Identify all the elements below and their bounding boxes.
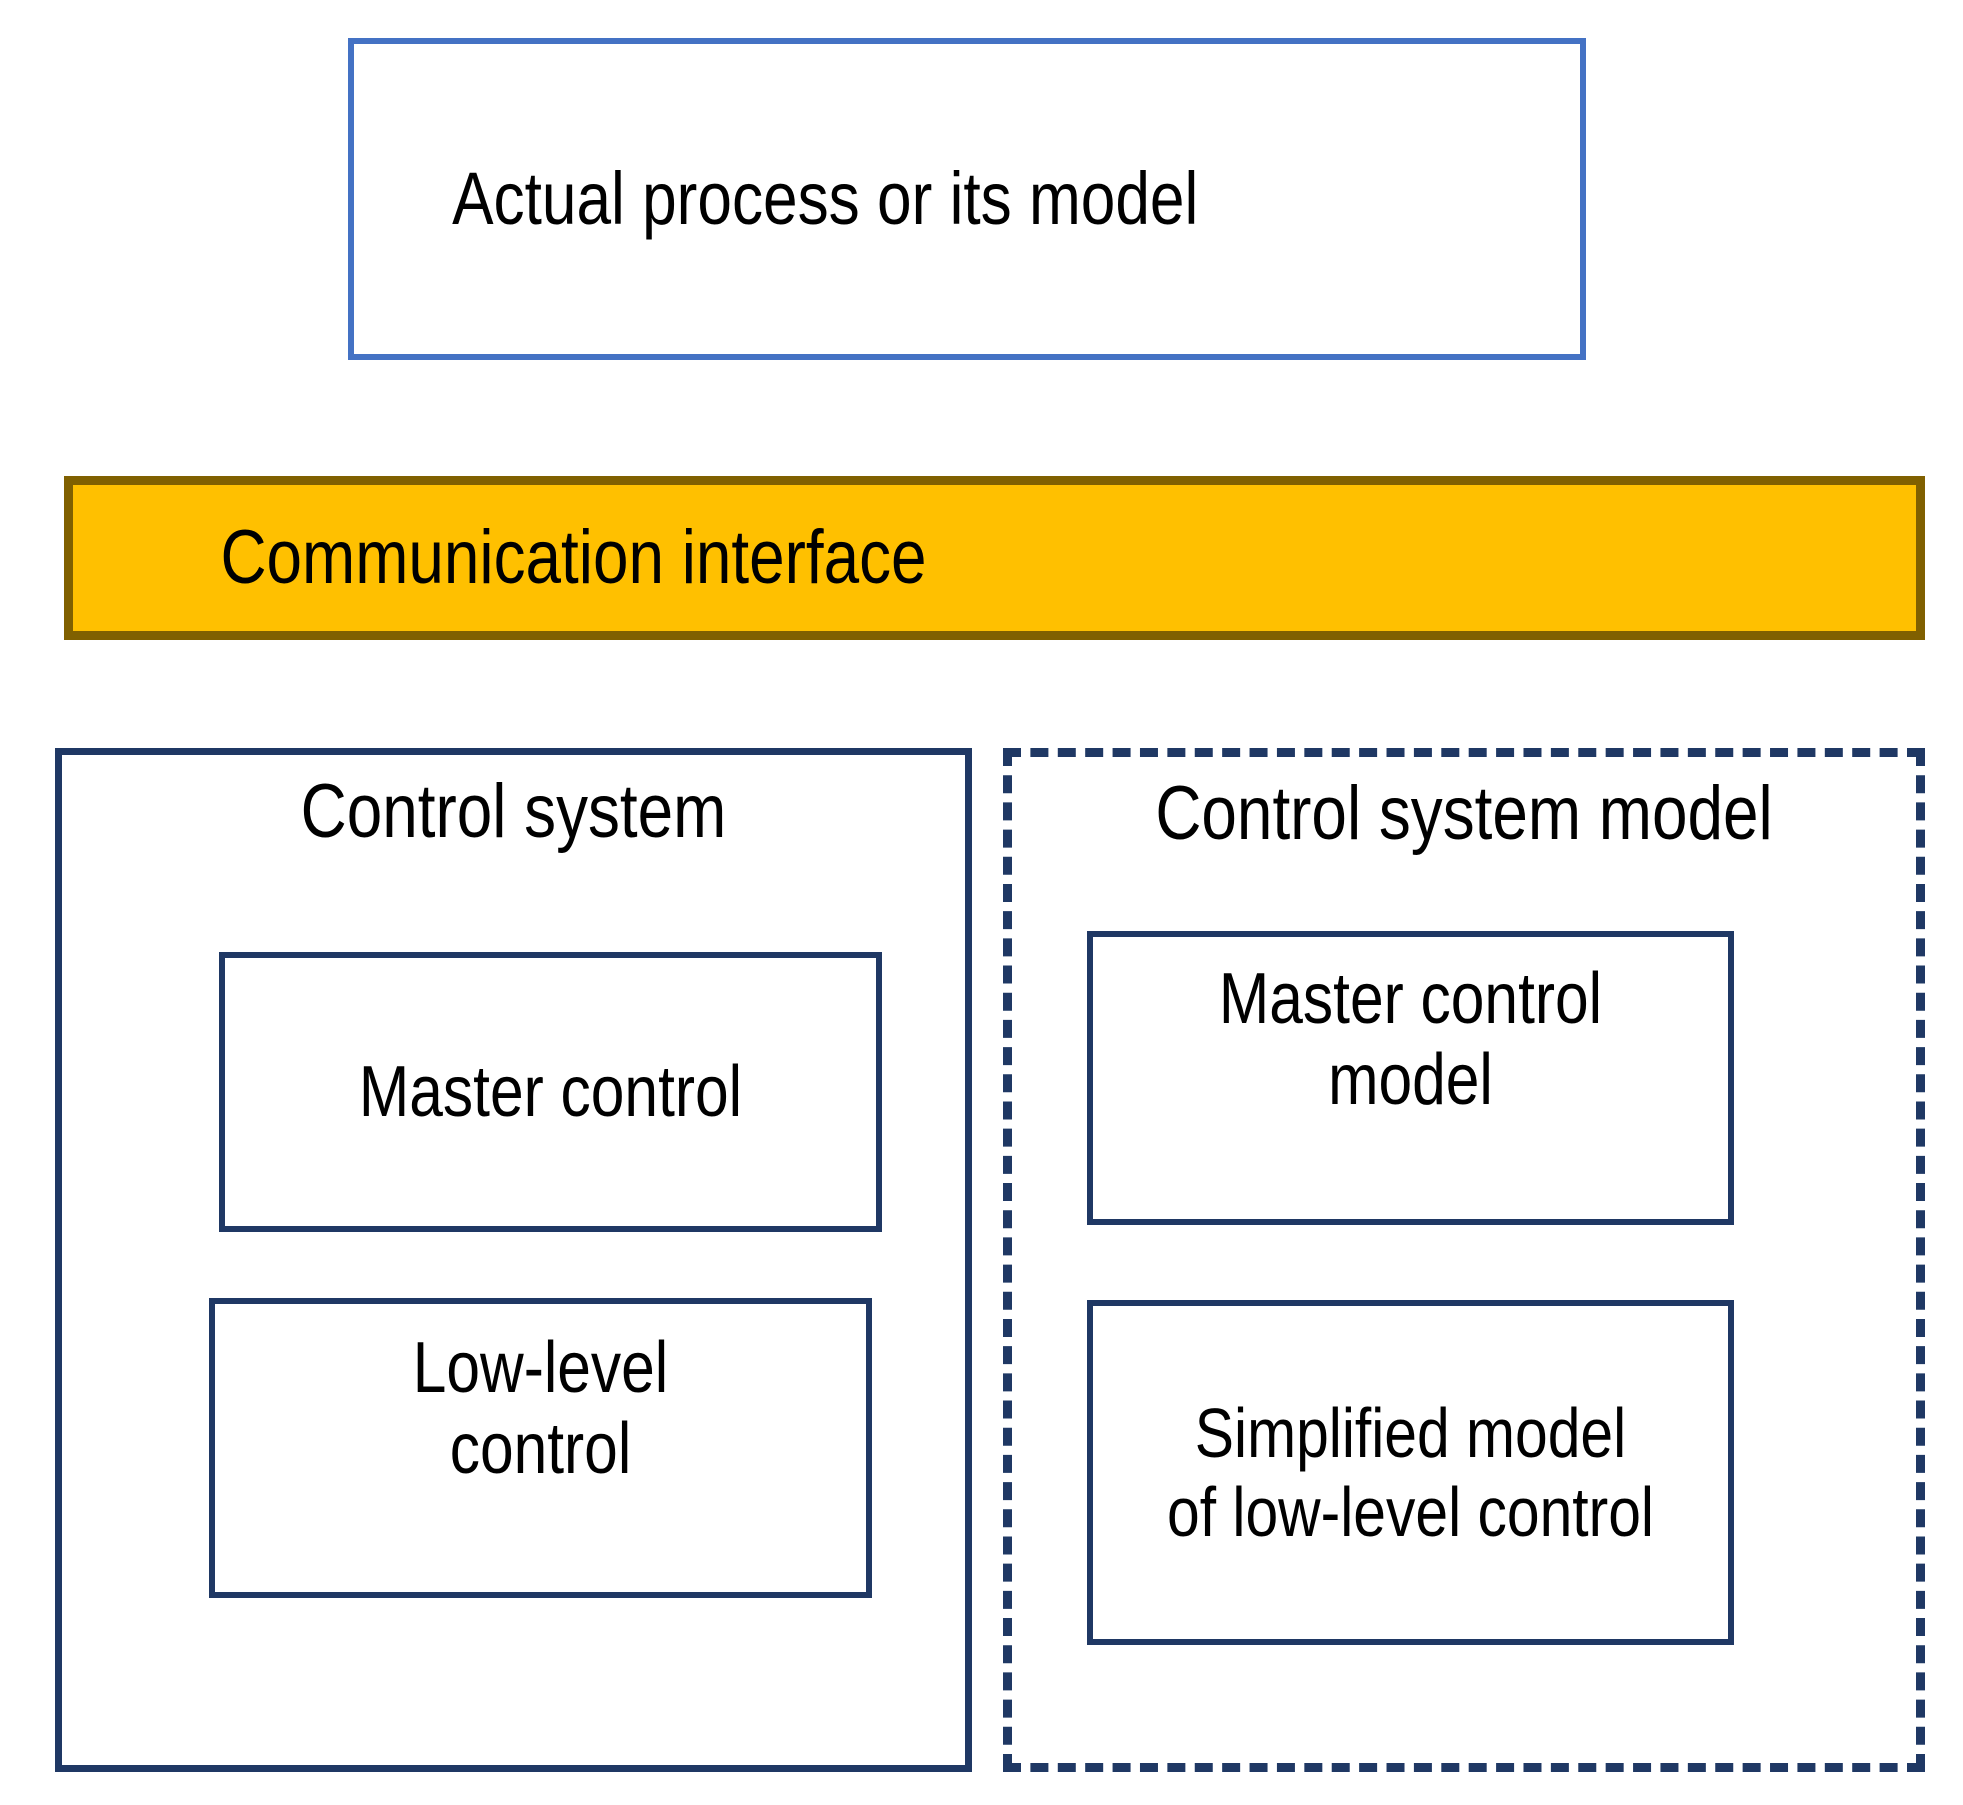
control-system-title-wrap: Control system [62,769,965,854]
low-level-control-box[interactable]: Low-level control [209,1298,872,1598]
control-system-model-title-wrap: Control system model [1012,771,1916,856]
control-system-model-title: Control system model [1155,771,1773,856]
actual-process-label: Actual process or its model [452,156,1199,240]
low-level-control-label: Low-level control [412,1328,669,1489]
master-control-label: Master control [358,1051,743,1132]
control-system-model-panel[interactable]: Control system model Master control mode… [1003,748,1925,1772]
master-control-box[interactable]: Master control [219,952,882,1232]
communication-interface-label: Communication interface [220,515,927,601]
communication-interface-bar[interactable]: Communication interface [64,476,1925,640]
control-system-panel[interactable]: Control system Master control Low-level … [55,748,972,1772]
master-control-model-label: Master control model [1218,959,1603,1120]
simplified-low-level-model-label: Simplified model of low-level control [1167,1394,1654,1551]
simplified-low-level-model-box[interactable]: Simplified model of low-level control [1087,1300,1734,1645]
master-control-model-box[interactable]: Master control model [1087,931,1734,1225]
actual-process-box[interactable]: Actual process or its model [348,38,1586,360]
control-system-title: Control system [300,769,727,854]
